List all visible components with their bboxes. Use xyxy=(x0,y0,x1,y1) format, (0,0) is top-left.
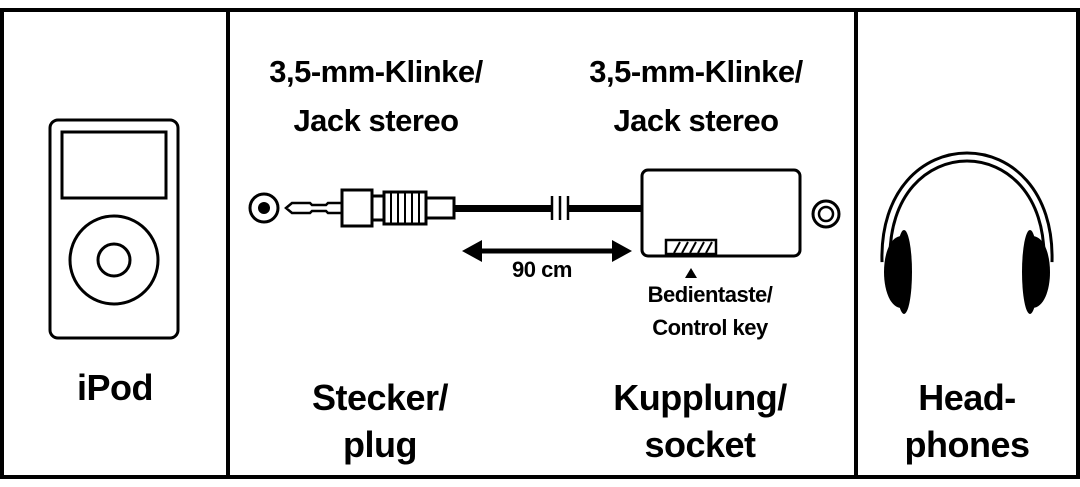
ipod-label: iPod xyxy=(77,367,154,408)
headphones-label-line1: Head- xyxy=(918,377,1016,418)
plug-label-line2: plug xyxy=(343,424,417,465)
socket-label-line2: socket xyxy=(644,424,756,465)
jack-socket-right-icon xyxy=(811,199,841,229)
control-box-icon xyxy=(640,168,802,258)
control-key-line1: Bedientaste/ xyxy=(647,282,773,307)
plug-label-line1: Stecker/ xyxy=(311,377,449,418)
jack-socket-left-icon xyxy=(248,192,280,224)
stereo-plug-icon xyxy=(284,188,456,228)
control-key-pointer-icon xyxy=(685,268,697,278)
control-key-line2: Control key xyxy=(652,315,768,340)
length-arrow-icon xyxy=(462,240,632,262)
headphones-panel: Head- phones xyxy=(854,8,1080,479)
cable-line xyxy=(454,196,642,220)
socket-header-line1: 3,5-mm-Klinke/ xyxy=(589,54,803,89)
ipod-panel: iPod xyxy=(0,8,230,479)
length-label: 90 cm xyxy=(512,257,572,282)
headphones-label-line2: phones xyxy=(904,424,1030,465)
plug-header-line2: Jack stereo xyxy=(293,103,459,138)
ipod-icon xyxy=(48,118,180,340)
plug-header-line1: 3,5-mm-Klinke/ xyxy=(269,54,483,89)
cable-panel: 3,5-mm-Klinke/ Jack stereo 3,5-mm-Klinke… xyxy=(226,8,858,479)
cable-diagram xyxy=(248,168,841,278)
socket-label-line1: Kupplung/ xyxy=(613,377,787,418)
headphones-icon xyxy=(880,151,1054,314)
socket-header-line2: Jack stereo xyxy=(613,103,779,138)
